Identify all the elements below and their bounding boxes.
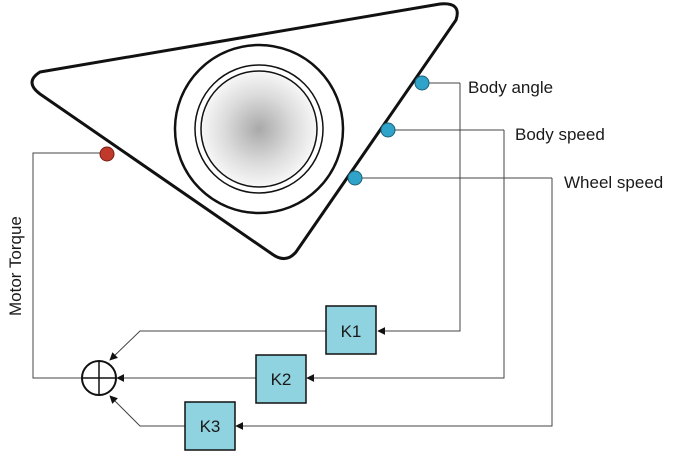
sum-to-motor [32,152,101,379]
wheel-speed-sensor [347,170,363,186]
wheel [173,43,345,215]
summing-junction [81,360,117,396]
body-speed-label: Body speed [515,125,605,144]
body-angle-to-k1 [377,83,461,335]
gain-k3: K3 [184,401,236,451]
gain-k3-box [184,401,236,451]
wheel-speed-to-k3 [235,178,553,430]
gain-k1-box [325,305,377,355]
body-angle-sensor [414,75,430,91]
gain-k3-label: K3 [200,417,221,436]
body-speed-sensor [380,122,396,138]
motor-torque-label: Motor Torque [6,216,25,316]
gain-k2-box [255,354,307,404]
gain-k2-label: K2 [271,370,292,389]
k3-to-sum [109,395,185,427]
gain-k1-label: K1 [341,322,362,341]
gain-k1: K1 [325,305,377,355]
body-speed-to-k2 [306,130,505,382]
body-angle-label: Body angle [468,78,553,97]
wheel-speed-label: Wheel speed [564,173,663,192]
k1-to-sum [109,330,326,361]
motor-actuator [99,146,115,162]
gain-k2: K2 [255,354,307,404]
